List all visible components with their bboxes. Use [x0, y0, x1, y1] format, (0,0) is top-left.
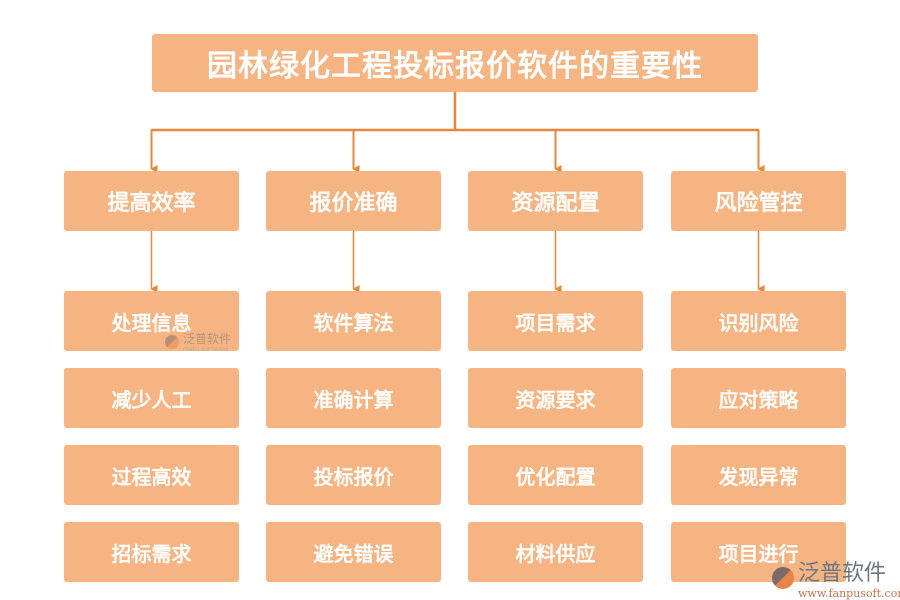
category-box: 资源配置 — [468, 171, 643, 231]
item-box: 项目需求 — [468, 291, 643, 351]
category-box: 报价准确 — [266, 171, 441, 231]
item-box: 准确计算 — [266, 368, 441, 428]
diagram-title: 园林绿化工程投标报价软件的重要性 — [152, 34, 758, 92]
watermark-brand: 泛普软件 — [183, 332, 232, 346]
item-box: 处理信息 — [64, 291, 239, 351]
watermark-url: www.fanpusoft.com — [798, 587, 900, 600]
item-box: 材料供应 — [468, 522, 643, 582]
item-box: 应对策略 — [671, 368, 846, 428]
item-box: 资源要求 — [468, 368, 643, 428]
item-box: 软件算法 — [266, 291, 441, 351]
item-box: 项目进行 — [671, 522, 846, 582]
item-box: 避免错误 — [266, 522, 441, 582]
category-box: 风险管控 — [671, 171, 846, 231]
item-box: 投标报价 — [266, 445, 441, 505]
item-box: 过程高效 — [64, 445, 239, 505]
fanpu-logo-icon — [772, 566, 794, 589]
item-box: 识别风险 — [671, 291, 846, 351]
watermark-brand: 泛普软件 — [798, 561, 887, 586]
watermark: 泛普软件 www.fanpusoft.com — [772, 555, 900, 600]
item-box: 减少人工 — [64, 368, 239, 428]
watermark-small: 泛普软件 FANPU SOFTWARE — [165, 330, 231, 353]
item-box: 优化配置 — [468, 445, 643, 505]
item-box: 招标需求 — [64, 522, 239, 582]
fanpu-logo-icon — [165, 334, 179, 349]
watermark-sub: FANPU SOFTWARE — [183, 347, 229, 353]
category-box: 提高效率 — [64, 171, 239, 231]
item-box: 发现异常 — [671, 445, 846, 505]
